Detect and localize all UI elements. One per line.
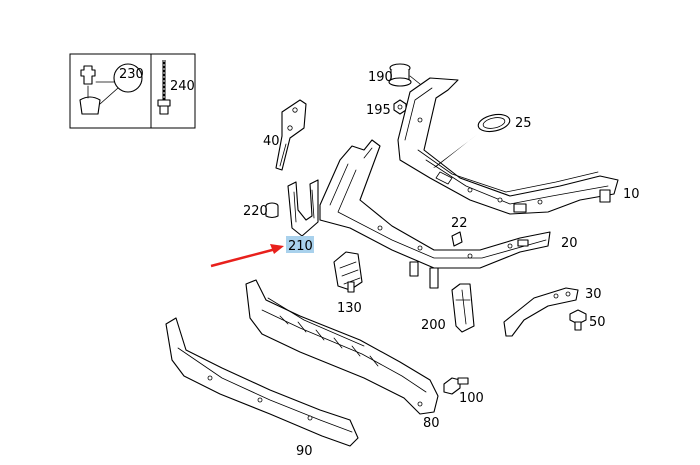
bolt-part-50 [569, 309, 587, 331]
nut-part-195 [393, 99, 407, 115]
callout-25[interactable]: 25 [515, 116, 532, 131]
callout-90[interactable]: 90 [296, 444, 313, 459]
clip-part-230 [79, 65, 101, 115]
fastener-inset [69, 53, 196, 129]
callout-240[interactable]: 240 [170, 79, 195, 94]
highlight-box-210 [286, 236, 314, 253]
callout-210[interactable]: 210 [288, 239, 313, 254]
callout-30[interactable]: 30 [585, 287, 602, 302]
callout-190[interactable]: 190 [368, 70, 393, 85]
callout-bubble-230 [113, 63, 143, 93]
bracket-part-210 [287, 179, 319, 237]
callout-10[interactable]: 10 [623, 187, 640, 202]
upper-crossmember-part-10 [397, 77, 619, 215]
carrier-frame-part-20 [319, 139, 551, 289]
cap-part-190 [388, 63, 421, 87]
grommet-part-25 [477, 113, 511, 133]
callout-130[interactable]: 130 [337, 301, 362, 316]
callout-195[interactable]: 195 [366, 103, 391, 118]
callout-100[interactable]: 100 [459, 391, 484, 406]
bracket-part-130 [333, 251, 363, 293]
callout-230[interactable]: 230 [119, 67, 144, 82]
clip-part-22 [451, 231, 463, 247]
callout-220[interactable]: 220 [243, 204, 268, 219]
bracket-part-30 [503, 287, 579, 337]
callout-40[interactable]: 40 [263, 134, 280, 149]
lower-crossmember-part-90 [165, 317, 359, 447]
bolt-part-100 [443, 377, 469, 395]
callout-20[interactable]: 20 [561, 236, 578, 251]
impact-beam-part-80 [245, 279, 439, 415]
callout-80[interactable]: 80 [423, 416, 440, 431]
callout-50[interactable]: 50 [589, 315, 606, 330]
callout-22[interactable]: 22 [451, 216, 468, 231]
bracket-part-40 [275, 99, 307, 171]
red-pointer-arrow [210, 244, 284, 268]
callout-200[interactable]: 200 [421, 318, 446, 333]
bracket-part-200 [451, 283, 475, 333]
bushing-part-220 [265, 202, 279, 219]
bolt-part-240 [157, 60, 171, 115]
